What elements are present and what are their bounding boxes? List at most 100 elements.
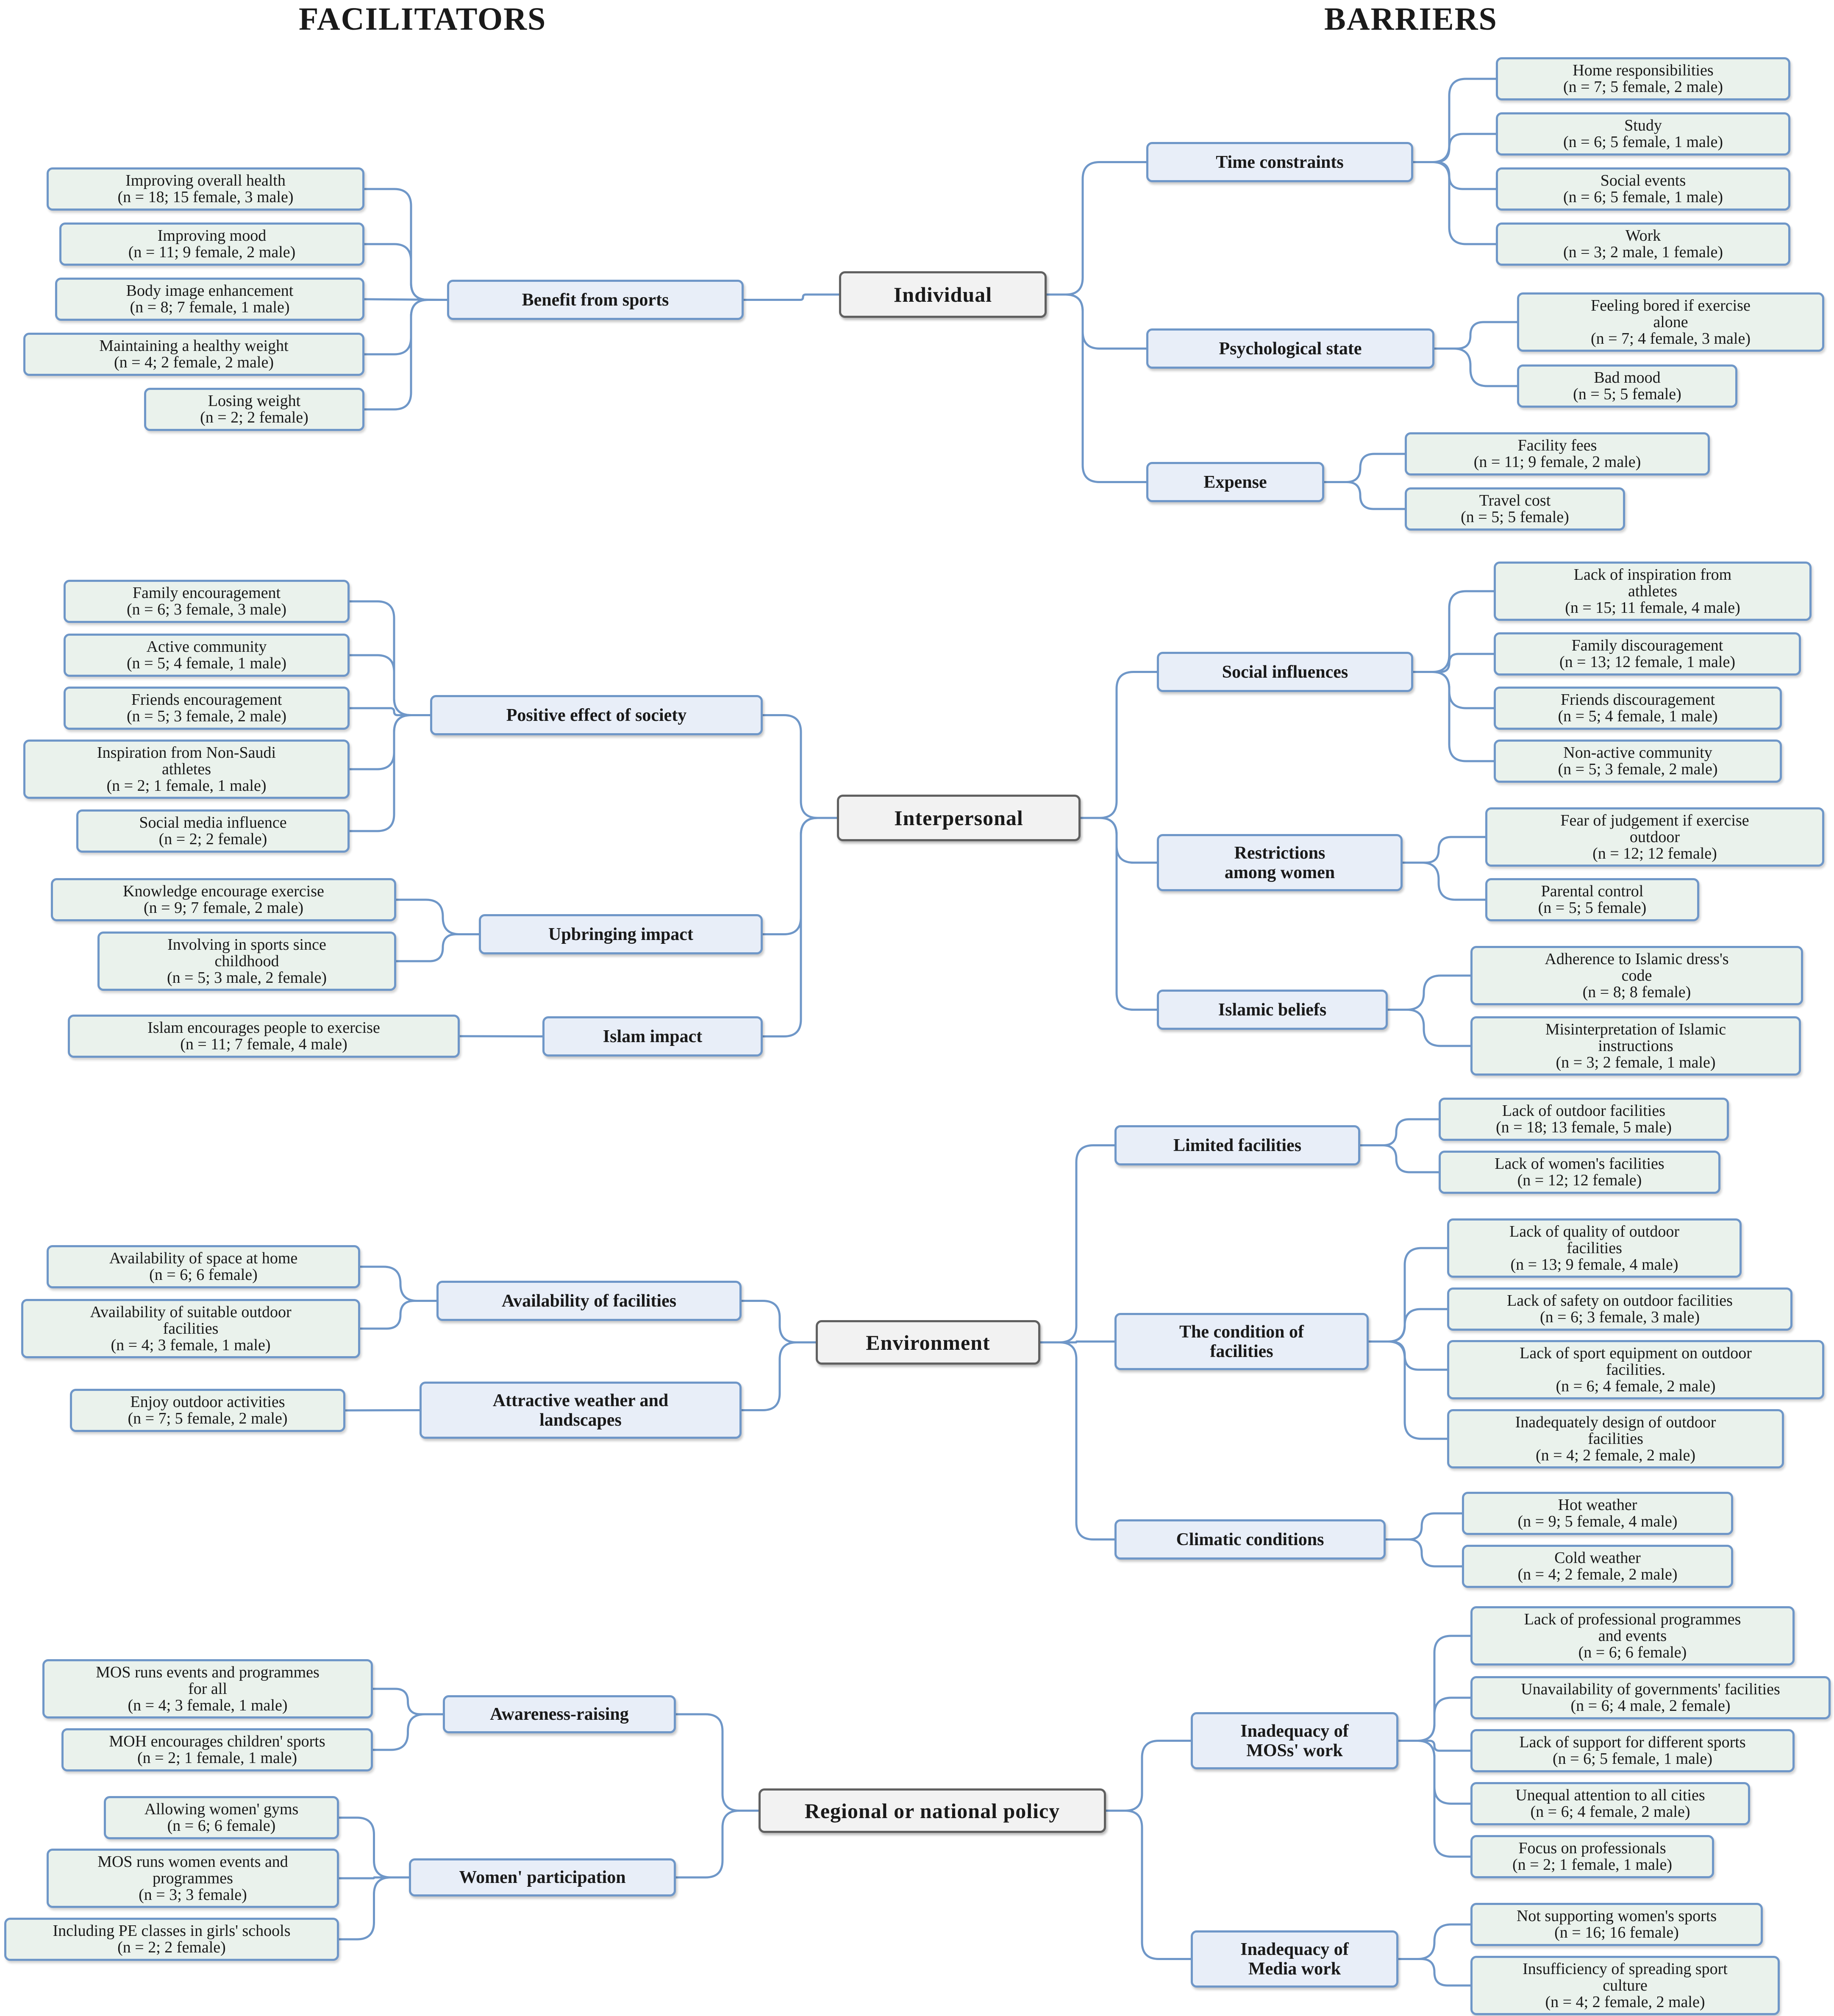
connector-positive_effect_society-f_friends_enc [350,707,430,716]
barrier-non-active-community: Non-active community(n = 5; 3 female, 2 … [1494,740,1782,783]
facilitator-family-encouragement: Family encouragement(n = 6; 3 female, 3 … [64,580,350,623]
connector-policy-inadequacy_mos [1106,1740,1191,1812]
facilitator-friends-encouragement: Friends encouragement(n = 5; 3 female, 2… [64,687,350,730]
connector-women_participation-f_mos_women [339,1876,409,1880]
connector-policy-inadequacy_media [1106,1810,1191,1960]
connector-attractive_weather-f_enjoy_outdoor [345,1409,420,1412]
connector-awareness_raising-f_mos_events [373,1688,443,1716]
barrier-friends-discouragement: Friends discouragement(n = 5; 4 female, … [1494,687,1782,730]
subtheme-positive-effect-of-society: Positive effect of society [430,695,763,735]
connector-inadequacy_mos-b_lack_support [1398,1740,1470,1752]
connector-expense-b_travel_cost [1324,481,1405,510]
barrier-unavailability-government-facilities: Unavailability of governments' facilitie… [1470,1676,1831,1719]
facilitator-maintaining-healthy-weight: Maintaining a healthy weight(n = 4; 2 fe… [23,333,364,376]
facilitator-enjoy-outdoor-activities: Enjoy outdoor activities(n = 7; 5 female… [70,1389,345,1432]
connector-policy-women_participation [676,1810,759,1879]
connector-social_influences-b_non_active [1413,671,1494,762]
connector-benefit_from_sports-f_improving_mood [364,243,447,301]
connector-environment-attractive_weather [742,1341,816,1411]
connector-restrictions_women-b_parental [1403,862,1485,901]
connector-interpersonal-positive_effect_society [763,714,837,819]
barrier-home-responsibilities: Home responsibilities(n = 7; 5 female, 2… [1496,57,1790,100]
facilitator-active-community: Active community(n = 5; 4 female, 1 male… [64,634,350,677]
connector-condition_facilities-b_quality [1369,1247,1447,1343]
barrier-facility-fees: Facility fees(n = 11; 9 female, 2 male) [1405,432,1710,475]
connector-psychological_state-b_bad_mood [1434,348,1517,387]
barrier-cold-weather: Cold weather(n = 4; 2 female, 2 male) [1462,1545,1733,1588]
facilitator-losing-weight: Losing weight(n = 2; 2 female) [144,388,364,431]
connector-social_influences-b_friends_disc [1413,671,1494,709]
connector-awareness_raising-f_moh [373,1713,443,1751]
barrier-social-events: Social events(n = 6; 5 female, 1 male) [1496,167,1790,211]
connector-social_influences-b_lack_inspiration [1413,590,1494,673]
barrier-not-supporting-womens-sports: Not supporting women's sports(n = 16; 16… [1470,1903,1763,1946]
barrier-parental-control: Parental control(n = 5; 5 female) [1485,878,1699,921]
connector-upbringing_impact-f_involving [396,933,479,962]
subtheme-time-constraints: Time constraints [1146,142,1413,182]
subtheme-islam-impact: Islam impact [542,1016,763,1057]
connector-time_constraints-b_work [1413,161,1496,245]
connector-social_influences-b_family_disc [1413,653,1494,673]
connector-restrictions_women-b_fear_judgement [1403,836,1485,864]
facilitator-knowledge-encourage-exercise: Knowledge encourage exercise(n = 9; 7 fe… [51,878,396,921]
root-node-regional-national-policy: Regional or national policy [759,1788,1106,1833]
subtheme-availability-of-facilities: Availability of facilities [436,1281,742,1321]
barrier-lack-of-support-different-sports: Lack of support for different sports(n =… [1470,1729,1795,1772]
root-node-interpersonal: Interpersonal [837,795,1081,841]
connector-islamic_beliefs-b_misinterpretation [1388,1009,1470,1047]
connector-inadequacy_mos-b_focus_prof [1398,1740,1470,1858]
subtheme-expense: Expense [1146,462,1324,502]
connector-interpersonal-islamic_beliefs [1081,817,1157,1011]
root-node-environment: Environment [816,1320,1040,1365]
connector-condition_facilities-b_design [1369,1340,1447,1440]
connector-environment-limited_facilities [1040,1144,1114,1343]
connector-limited_facilities-b_lack_women [1360,1144,1439,1173]
subtheme-limited-facilities: Limited facilities [1114,1125,1360,1165]
barrier-lack-of-womens-facilities: Lack of women's facilities(n = 12; 12 fe… [1439,1151,1720,1194]
connector-availability_facilities-f_suitable_outdoor [360,1300,436,1330]
barriers-heading: BARRIERS [1324,1,1498,37]
facilitator-improving-overall-health: Improving overall health(n = 18; 15 fema… [47,167,364,211]
facilitator-moh-encourages-children: MOH encourages children' sports(n = 2; 1… [61,1728,373,1771]
connector-time_constraints-b_social_events [1413,161,1496,190]
subtheme-social-influences: Social influences [1157,652,1413,692]
connector-individual-benefit_from_sports [744,293,839,301]
subtheme-islamic-beliefs: Islamic beliefs [1157,990,1388,1030]
connector-interpersonal-social_influences [1081,671,1157,819]
barrier-work: Work(n = 3; 2 male, 1 female) [1496,222,1790,266]
barrier-focus-on-professionals: Focus on professionals(n = 2; 1 female, … [1470,1835,1714,1878]
connector-women_participation-f_pe_classes [339,1876,409,1941]
facilitators-heading: FACILITATORS [299,1,547,37]
barrier-lack-of-outdoor-facilities: Lack of outdoor facilities(n = 18; 13 fe… [1439,1098,1729,1141]
barrier-lack-of-safety: Lack of safety on outdoor facilities(n =… [1447,1287,1792,1331]
connector-benefit_from_sports-f_healthy_weight [364,299,447,356]
barrier-travel-cost: Travel cost(n = 5; 5 female) [1405,487,1625,531]
connector-inadequacy_media-b_not_supporting [1398,1923,1470,1960]
connector-limited_facilities-b_lack_outdoor [1360,1118,1439,1146]
facilitator-pe-classes-girls-schools: Including PE classes in girls' schools(n… [4,1918,339,1961]
subtheme-benefit-from-sports: Benefit from sports [447,280,744,320]
barrier-family-discouragement: Family discouragement(n = 13; 12 female,… [1494,632,1801,676]
barrier-unequal-attention-cities: Unequal attention to all cities(n = 6; 4… [1470,1782,1750,1825]
barrier-bad-mood: Bad mood(n = 5; 5 female) [1517,364,1737,408]
connector-islamic_beliefs-b_dress_code [1388,974,1470,1011]
connector-time_constraints-b_study [1413,133,1496,163]
connector-inadequacy_media-b_insufficiency [1398,1958,1470,1987]
connector-condition_facilities-b_equipment [1369,1340,1447,1371]
connector-condition_facilities-b_safety [1369,1308,1447,1343]
connector-policy-awareness_raising [676,1713,759,1812]
